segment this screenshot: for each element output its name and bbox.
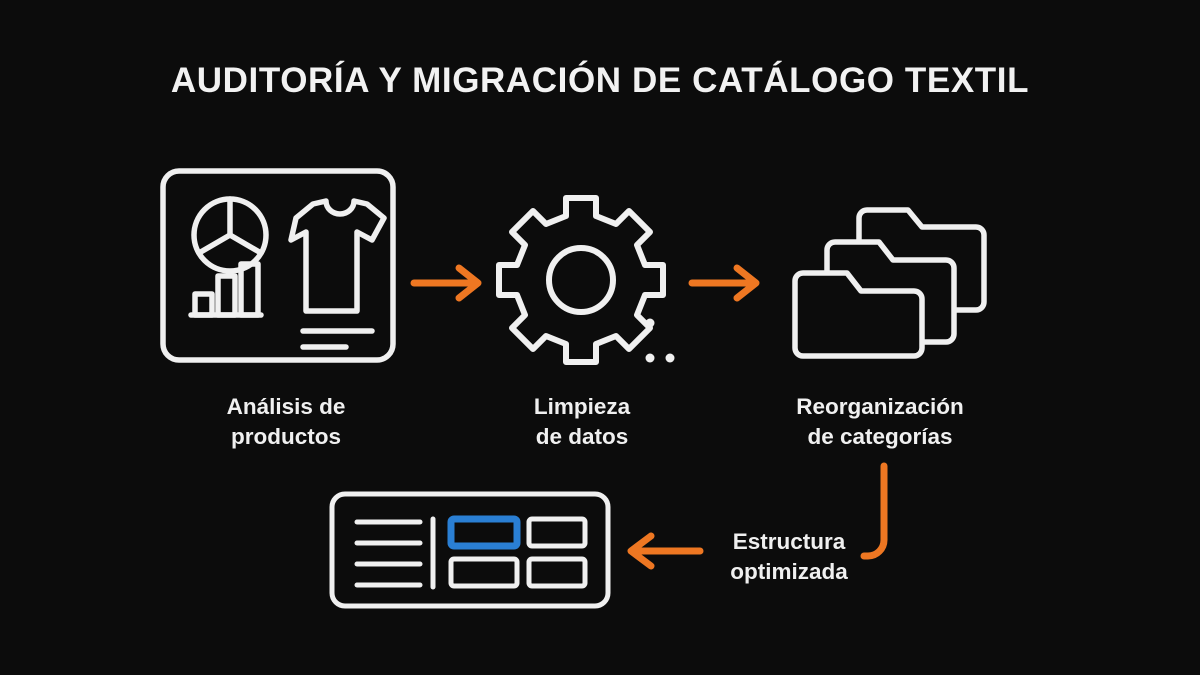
arrow-head	[733, 264, 760, 302]
bar-1	[192, 291, 215, 318]
gear-outline	[496, 195, 666, 365]
folder-front	[792, 270, 925, 359]
final-step-label: Estructura optimizada	[700, 527, 878, 588]
folders-stack-icon	[790, 182, 990, 360]
accent-dot-1	[645, 318, 655, 328]
gear-center-hole	[546, 245, 616, 315]
bar-2	[215, 273, 238, 318]
accent-dot-2	[645, 353, 655, 363]
accent-dot-3	[665, 353, 675, 363]
arrow-right-1	[410, 263, 488, 303]
arrow-right-2	[688, 263, 766, 303]
layout-frame	[329, 491, 611, 609]
grid-cell-3	[448, 556, 520, 589]
bar-3	[238, 261, 261, 318]
step-label-line1: Limpieza	[533, 394, 631, 419]
step-label-line2: de datos	[535, 424, 629, 450]
elbow-path	[860, 462, 888, 560]
pie-spoke-lower-right	[227, 232, 264, 256]
grid-cell-highlighted	[447, 515, 521, 550]
step-label-line2: de categorías	[807, 424, 953, 450]
arrow-head	[455, 264, 482, 302]
gear-accent-dots	[645, 318, 675, 363]
arrow-elbow-down-left	[860, 462, 922, 572]
final-label-line1: Estructura	[732, 529, 846, 554]
product-analysis-panel-icon	[160, 168, 396, 363]
grid-cell-2	[526, 516, 588, 549]
pie-spoke-lower-left	[196, 232, 233, 256]
gear-icon	[496, 192, 668, 365]
step-label-limpieza-datos: Limpieza de datos	[484, 392, 680, 453]
step-label-line1: Análisis de	[226, 394, 346, 419]
arrow-head	[627, 532, 655, 570]
step-label-line1: Reorganización	[796, 394, 964, 419]
final-label-line2: optimizada	[730, 559, 848, 585]
layout-structure-icon	[329, 491, 611, 609]
arrow-left-3	[626, 531, 706, 571]
step-label-reorganizacion-categorias: Reorganización de categorías	[760, 392, 1000, 453]
step-label-line2: productos	[231, 424, 341, 450]
panel-frame	[160, 168, 396, 363]
grid-cell-4	[526, 556, 588, 589]
tshirt-shape	[288, 198, 387, 314]
step-label-analisis-productos: Análisis de productos	[183, 392, 389, 453]
page-title: AUDITORÍA Y MIGRACIÓN DE CATÁLOGO TEXTIL	[170, 61, 1030, 100]
